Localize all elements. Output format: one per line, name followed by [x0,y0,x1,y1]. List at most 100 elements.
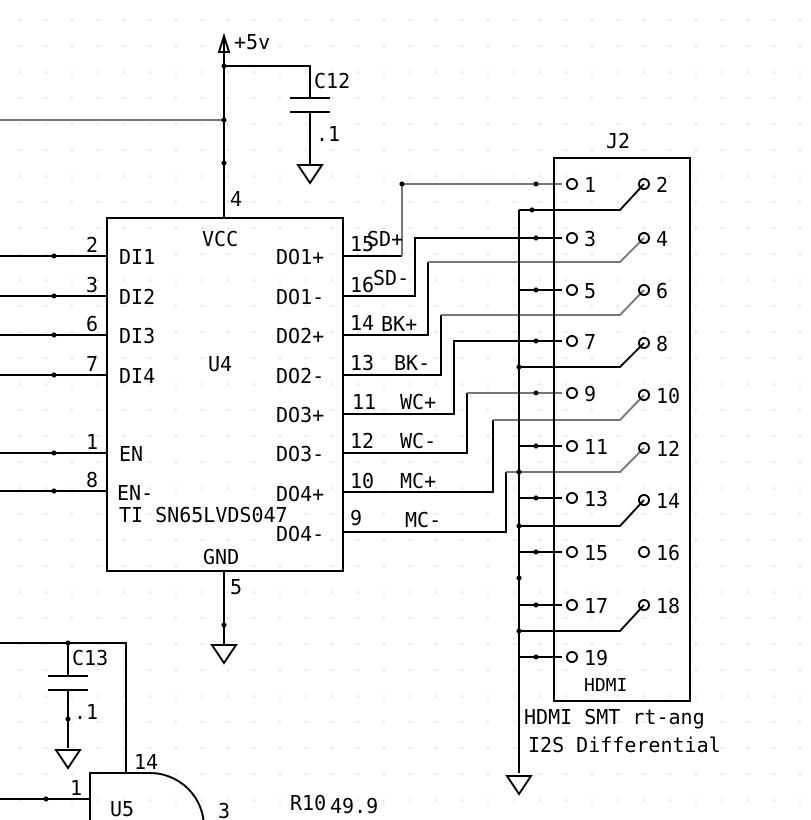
resistor-r10: R10 49.9 [290,791,378,818]
u4-pin-do3n-name: DO3- [276,442,324,466]
ground-symbol-c12 [296,164,324,185]
u4-pin-do2n: DO2- 13 [276,351,374,388]
j2-pin-11: 11 [566,435,608,459]
c13-value: .1 [74,700,98,724]
j2-ref: J2 [606,129,630,153]
j2-pin-15-number: 15 [584,541,608,565]
j2-pin-2: 2 [638,173,668,197]
c13-ref: C13 [72,646,108,670]
net-bk-minus-route [441,289,645,316]
u5-ref: U5 [110,797,134,820]
net-mc-minus-route [506,447,645,473]
u4-pin-do3n-number: 12 [350,429,374,453]
u4-pin-en-name: EN [119,442,143,466]
u4-vcc-pin-number: 4 [230,187,242,211]
j2-label: HDMI [584,675,627,696]
j2-description-1: HDMI SMT rt-ang [524,705,705,729]
u4-pin-di2-name: DI2 [119,285,155,309]
u4-pin-do4n-name: DO4- [276,522,324,546]
u4-pin-do1n-name: DO1- [276,285,324,309]
j2-pin-17-number: 17 [584,594,608,618]
supply-5v-label: +5v [234,30,270,54]
capacitor-c13: C13 .1 [48,646,108,748]
j2-ground-taps [519,183,645,658]
net-sd-minus-wire [343,237,562,297]
j2-pin-17: 17 [566,594,608,618]
j2-pin-10-number: 10 [656,384,680,408]
u4-pin-do1p: DO1+ 15 [276,232,374,269]
ground-symbol-j2 [505,775,533,796]
u4-pin-di3-number: 6 [86,312,98,336]
j2-pin-14-number: 14 [656,489,680,513]
u4-pin-en-number: 1 [86,430,98,454]
j2-pin-12: 12 [638,437,680,461]
u5-body [89,772,205,820]
j2-pin-13-number: 13 [584,487,608,511]
u4-pin-do2p-number: 14 [350,311,374,335]
u5-pin-vcc-number: 14 [134,750,158,774]
j2-description-2: I2S Differential [528,733,721,757]
j2-pin-1: 1 [566,173,596,197]
u4-pin-do1n: DO1- 16 [276,273,374,309]
ground-symbol-c13 [54,749,82,770]
u4-gnd-label: GND [203,545,239,569]
net-bk-plus-route [428,237,645,263]
r10-ref: R10 [290,791,326,815]
j2-pin-15: 15 [566,541,608,565]
net-label-bk-minus: BK- [394,351,430,375]
net-wc-plus-wire [343,340,562,415]
u4-pin-do2p: DO2+ 14 [276,311,374,348]
u4-pin-do3p-name: DO3+ [276,403,324,427]
j2-pin-1-number: 1 [584,173,596,197]
r10-value: 49.9 [330,794,378,818]
u4-pin-di3: 6 DI3 [0,312,155,348]
net-label-wc-minus: WC- [400,429,436,453]
net-label-bk-plus: BK+ [381,312,417,336]
c12-ref: C12 [314,69,350,93]
j2-pin-14: 14 [638,489,680,513]
u4-pin-do3p: DO3+ 11 [276,390,376,427]
j2-pin-16: 16 [638,541,680,565]
c12-value: .1 [316,122,340,146]
j2-pin-5-number: 5 [584,279,596,303]
u4-vcc-label: VCC [202,227,238,251]
u4-pin-do4p-number: 10 [350,469,374,493]
net-label-sd-minus: SD- [373,266,409,290]
j2-pin-18-number: 18 [656,594,680,618]
u4-pin-di1-number: 2 [86,233,98,257]
net-mc-plus-wire [343,420,494,493]
u4-pin-en-bar-number: 8 [86,468,98,492]
ground-symbol-u4 [210,644,238,665]
j2-pin-3: 3 [566,227,596,251]
j2-pin-11-number: 11 [584,435,608,459]
j2-pin-8-number: 8 [656,332,668,356]
u4-pin-do2n-number: 13 [350,351,374,375]
u4-part-number: TI SN65LVDS047 [119,503,288,527]
u4-pin-do4p-name: DO4+ [276,482,324,506]
u4-gnd-pin-number: 5 [230,575,242,599]
net-label-mc-plus: MC+ [400,469,436,493]
u4-pin-do4n: DO4- 9 [276,506,362,546]
j2-pin-8: 8 [638,332,668,356]
j2-pin-2-number: 2 [656,173,668,197]
j2-pin-13: 13 [566,487,608,511]
u4-pin-do2p-name: DO2+ [276,324,324,348]
u4-pin-di1-name: DI1 [119,245,155,269]
j2-body [553,157,691,702]
j2-pin-3-number: 3 [584,227,596,251]
u4-pin-di4-name: DI4 [119,364,155,388]
j2-pin-16-number: 16 [656,541,680,565]
u4-pin-do2n-name: DO2- [276,364,324,388]
j2-pin-5: 5 [566,279,596,303]
net-label-sd-plus: SD+ [367,227,403,251]
j2-pin-4-number: 4 [656,227,668,251]
u4-pin-do1p-number: 15 [350,232,374,256]
capacitor-c12: C12 .1 [290,69,350,165]
u4-pin-do1n-number: 16 [350,273,374,297]
u4-pin-do1p-name: DO1+ [276,245,324,269]
net-mc-minus-wire [343,472,507,533]
u4-pin-do3n: DO3- 12 [276,429,374,466]
j2-pin-18: 18 [638,594,680,618]
wire-c12 [224,65,311,98]
